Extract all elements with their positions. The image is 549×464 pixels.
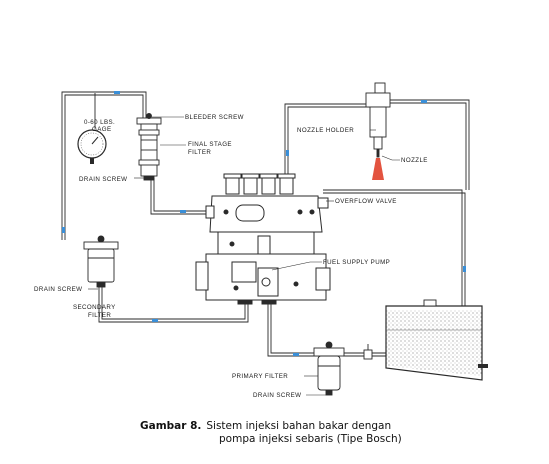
labels: 0-60 LBS. GAGE BLEEDER SCREW FINAL STAGE… <box>34 114 428 399</box>
figure-number: Gambar 8. <box>140 420 202 432</box>
flow-arrow <box>421 100 427 103</box>
gage-label-line2: GAGE <box>92 126 111 133</box>
fuel-tank <box>385 299 488 381</box>
injection-pump <box>195 173 331 305</box>
flow-arrow <box>180 210 186 213</box>
secondary-filter-label-line1: SECONDARY <box>73 304 116 311</box>
final-stage-filter-label-line1: FINAL STAGE <box>188 141 232 148</box>
caption-line1: Sistem injeksi bahan bakar dengan <box>206 420 392 432</box>
nozzle-holder <box>365 82 391 158</box>
final-stage-filter <box>136 113 162 181</box>
leader-lines <box>88 116 400 396</box>
figure-caption: Gambar 8. Sistem injeksi bahan bakar deng… <box>140 420 402 445</box>
nozzle-spray <box>372 158 384 180</box>
drain-screw-bottom-label: DRAIN SCREW <box>253 392 301 399</box>
final-stage-filter-label-line2: FILTER <box>188 149 211 156</box>
flow-arrows <box>62 91 466 356</box>
flow-arrow <box>463 266 466 272</box>
overflow-valve-label: OVERFLOW VALVE <box>335 198 397 205</box>
primary-filter <box>313 341 373 396</box>
fuel-lines <box>61 91 470 357</box>
caption-line2: pompa injeksi sebaris (Tipe Bosch) <box>219 433 402 445</box>
secondary-filter <box>83 235 119 288</box>
flow-arrow <box>286 150 289 156</box>
gage-label-line1: 0-60 LBS. <box>84 119 115 126</box>
flow-arrow <box>114 91 120 94</box>
primary-filter-label: PRIMARY FILTER <box>232 373 288 380</box>
flow-arrow <box>152 319 158 322</box>
drain-screw-left-label: DRAIN SCREW <box>34 286 82 293</box>
secondary-filter-label-line2: FILTER <box>88 312 111 319</box>
nozzle-holder-label: NOZZLE HOLDER <box>297 127 354 134</box>
flow-arrow <box>62 227 65 233</box>
bleeder-screw-label: BLEEDER SCREW <box>185 114 244 121</box>
pressure-gage <box>77 93 107 164</box>
nozzle-label: NOZZLE <box>401 157 428 164</box>
fuel-supply-pump-label: FUEL SUPPLY PUMP <box>323 259 390 266</box>
flow-arrow <box>293 353 299 356</box>
drain-screw-top-label: DRAIN SCREW <box>79 176 127 183</box>
